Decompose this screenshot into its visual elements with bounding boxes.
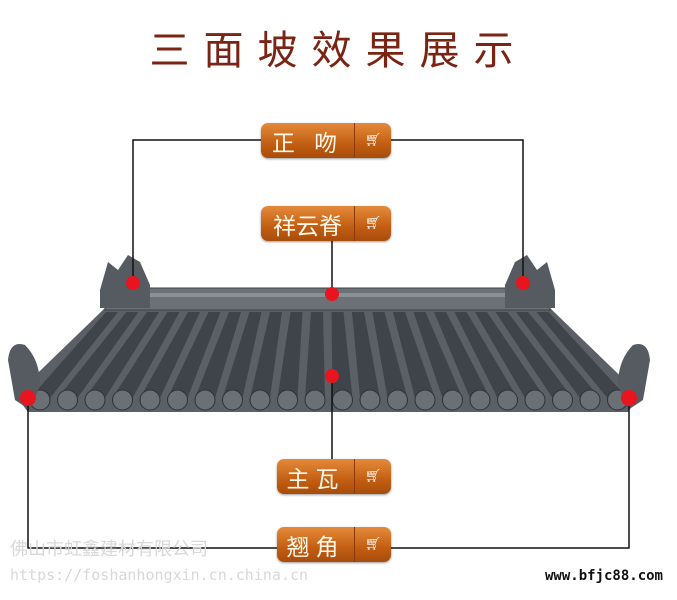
tile-row xyxy=(112,312,180,398)
tile-end xyxy=(552,389,573,411)
tile-row xyxy=(393,312,435,398)
tile-end xyxy=(414,389,436,411)
tile-row xyxy=(222,312,262,398)
tile-end xyxy=(304,389,326,411)
tile-row xyxy=(167,312,221,398)
tile-row xyxy=(250,312,282,398)
tile-row xyxy=(352,312,380,398)
tile-row xyxy=(305,312,325,398)
dot-xiangyunji xyxy=(325,287,339,301)
tile-end xyxy=(112,389,133,411)
xiangyunji-label: 祥云脊 xyxy=(273,213,342,240)
tile-row xyxy=(495,312,573,398)
zhuwa-label: 主瓦 xyxy=(286,466,345,493)
tile-end xyxy=(359,389,381,411)
shopping-cart-icon: 🛒︎ xyxy=(354,459,391,494)
tile-row xyxy=(454,312,518,398)
tile-end xyxy=(249,389,271,411)
qiaojiao-label: 翘角 xyxy=(286,534,345,561)
tile-row xyxy=(277,312,303,398)
dot-zhengwen-left xyxy=(126,276,140,290)
zhengwen-button[interactable]: 正 吻 🛒︎ xyxy=(261,123,391,158)
tile-end xyxy=(139,389,161,411)
tile-end xyxy=(277,389,298,411)
tile-end xyxy=(442,389,463,411)
tile-row xyxy=(413,312,463,398)
tile-row xyxy=(516,312,600,398)
shopping-cart-icon: 🛒︎ xyxy=(354,123,391,158)
shopping-cart-icon: 🛒︎ xyxy=(354,527,391,562)
tile-end xyxy=(84,389,106,411)
tile-end xyxy=(579,389,601,411)
tile-end xyxy=(332,389,353,411)
tile-row xyxy=(30,312,118,398)
watermark-url: https://foshanhongxin.cn.china.cn xyxy=(10,566,309,584)
page-title: 三面坡效果展示 xyxy=(149,28,528,74)
roof-illustration xyxy=(8,255,650,412)
dot-zhengwen-right xyxy=(516,276,530,290)
tile-end xyxy=(524,389,546,411)
site-url: www.bfjc88.com xyxy=(544,568,663,584)
tile-row xyxy=(434,312,490,398)
xiangyunji-button[interactable]: 祥云脊 🛒︎ xyxy=(261,206,391,241)
tile-row xyxy=(372,312,408,398)
marker-dots xyxy=(20,276,637,406)
tile-row xyxy=(195,312,241,398)
zhuwa-button[interactable]: 主瓦 🛒︎ xyxy=(277,459,391,494)
tile-end xyxy=(167,389,188,411)
tile-end xyxy=(222,389,243,411)
dot-qiaojiao-left xyxy=(20,390,36,406)
tile-end xyxy=(469,389,491,411)
tile-row xyxy=(475,312,545,398)
leader-lines xyxy=(27,139,630,549)
tile-end xyxy=(497,389,518,411)
qiaojiao-button[interactable]: 翘角 🛒︎ xyxy=(277,527,391,562)
tile-row xyxy=(140,312,200,398)
watermark-company: 佛山市虹鑫建材有限公司 xyxy=(10,539,208,560)
shopping-cart-icon: 🛒︎ xyxy=(354,206,391,241)
tile-end xyxy=(387,389,408,411)
tile-row xyxy=(85,312,159,398)
tile-end xyxy=(57,389,78,411)
dot-qiaojiao-right xyxy=(621,390,637,406)
dot-zhuwa xyxy=(325,369,339,383)
tile-end xyxy=(194,389,216,411)
zhengwen-left xyxy=(100,255,150,308)
zhengwen-right xyxy=(505,255,555,308)
tile-row xyxy=(536,312,628,398)
tile-row xyxy=(57,312,139,398)
zhengwen-label: 正 吻 xyxy=(271,130,344,157)
